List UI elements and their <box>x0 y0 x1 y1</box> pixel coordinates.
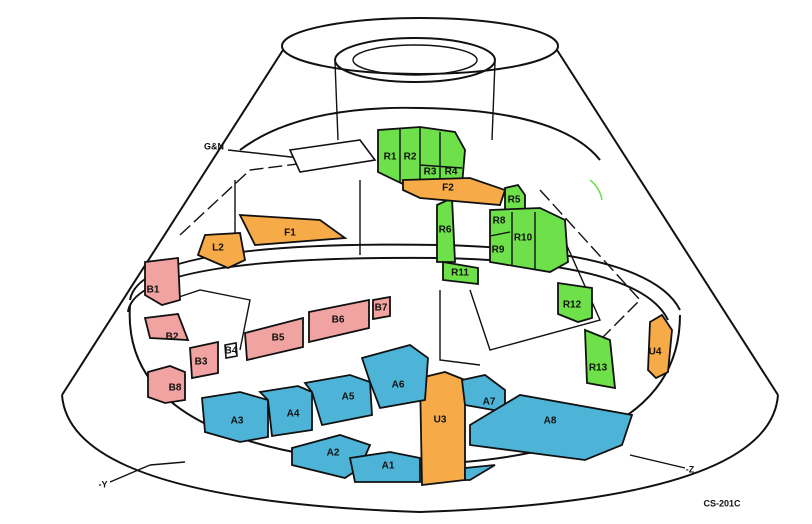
b-group: B1 B2 B3 B4 B5 B6 B7 B8 <box>143 256 391 404</box>
a-group: A3 A4 A5 A6 A2 A1 A7 A8 <box>201 344 634 483</box>
label-R8: R8 <box>493 216 506 227</box>
label-A7: A7 <box>483 397 496 408</box>
label-F2: F2 <box>442 183 454 194</box>
label-A2: A2 <box>327 448 340 459</box>
label-B7: B7 <box>375 303 388 314</box>
label-R5: R5 <box>508 195 521 206</box>
label-U3: U3 <box>434 415 447 426</box>
label-A3: A3 <box>231 416 244 427</box>
label-R10: R10 <box>514 233 533 244</box>
label-B2: B2 <box>166 332 179 343</box>
gn-label: G&N <box>204 141 224 151</box>
label-F1: F1 <box>284 228 296 239</box>
axis-minus-y-label: -Y <box>99 479 108 489</box>
axis-minus-z-label: -Z <box>686 464 695 474</box>
label-R1: R1 <box>384 152 397 163</box>
label-L2: L2 <box>212 243 224 254</box>
orange-group: F2 F1 L2 U3 U4 <box>196 177 673 487</box>
label-B4: B4 <box>225 346 238 357</box>
label-R6: R6 <box>439 225 452 236</box>
label-R11: R11 <box>451 268 469 279</box>
label-R9: R9 <box>492 245 505 256</box>
label-R4: R4 <box>445 167 458 178</box>
r-group: R1 R2 R3 R4 R5 R6 R8 R9 R10 R11 R12 R13 <box>377 126 617 390</box>
label-R3: R3 <box>424 167 437 178</box>
label-B8: B8 <box>169 383 182 394</box>
label-B5: B5 <box>272 333 285 344</box>
label-A6: A6 <box>392 380 405 391</box>
label-U4: U4 <box>649 347 662 358</box>
label-A5: A5 <box>342 392 355 403</box>
label-A8: A8 <box>544 416 557 427</box>
gn-leader <box>227 149 301 159</box>
figure-id: CS-201C <box>703 498 741 508</box>
label-R2: R2 <box>404 152 417 163</box>
label-B3: B3 <box>195 357 208 368</box>
label-R13: R13 <box>589 363 608 374</box>
label-A1: A1 <box>382 461 395 472</box>
label-R12: R12 <box>563 300 582 311</box>
label-B6: B6 <box>332 315 345 326</box>
label-B1: B1 <box>147 285 160 296</box>
label-A4: A4 <box>287 409 300 420</box>
gn-panel <box>288 139 377 173</box>
